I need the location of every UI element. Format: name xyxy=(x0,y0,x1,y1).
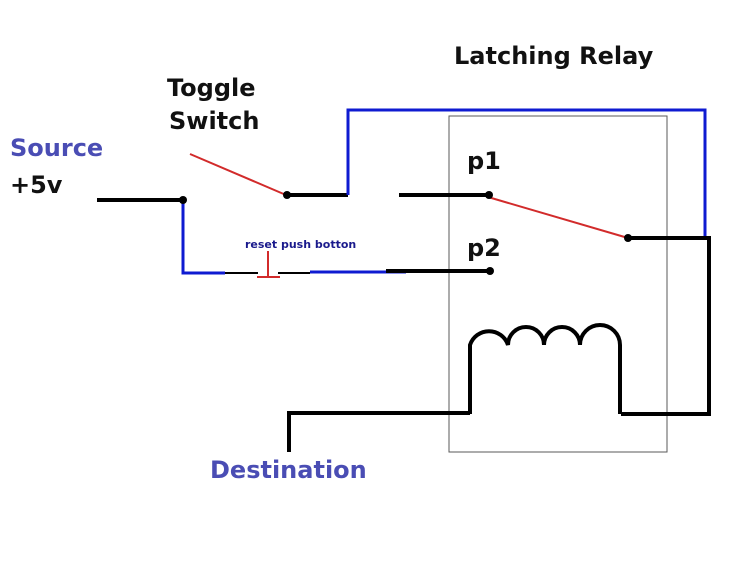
relay-common-wire xyxy=(621,236,711,416)
toggle-label-line1: Toggle xyxy=(167,74,256,102)
destination-label: Destination xyxy=(210,456,367,484)
source-label: Source xyxy=(10,134,104,162)
toggle-pivot-dot xyxy=(283,191,291,199)
latching-relay-label: Latching Relay xyxy=(454,42,654,70)
reset-push-button-label: reset push botton xyxy=(245,238,357,251)
source-junction-dot xyxy=(179,196,187,204)
relay-common-dot xyxy=(624,234,632,242)
toggle-label-line2: Switch xyxy=(169,107,260,135)
reset-path-wire xyxy=(181,200,225,275)
p1-label: p1 xyxy=(467,147,501,175)
toggle-switch-lever xyxy=(189,153,287,196)
relay-box xyxy=(448,115,668,453)
relay-coil xyxy=(468,323,622,414)
destination-wire xyxy=(287,411,470,452)
p2-terminal-dot xyxy=(486,267,494,275)
voltage-label: +5v xyxy=(10,171,63,199)
p1-terminal-dot xyxy=(485,191,493,199)
relay-armature xyxy=(487,196,629,239)
p2-label: p2 xyxy=(467,234,501,262)
feedback-wire-blue xyxy=(346,108,707,238)
